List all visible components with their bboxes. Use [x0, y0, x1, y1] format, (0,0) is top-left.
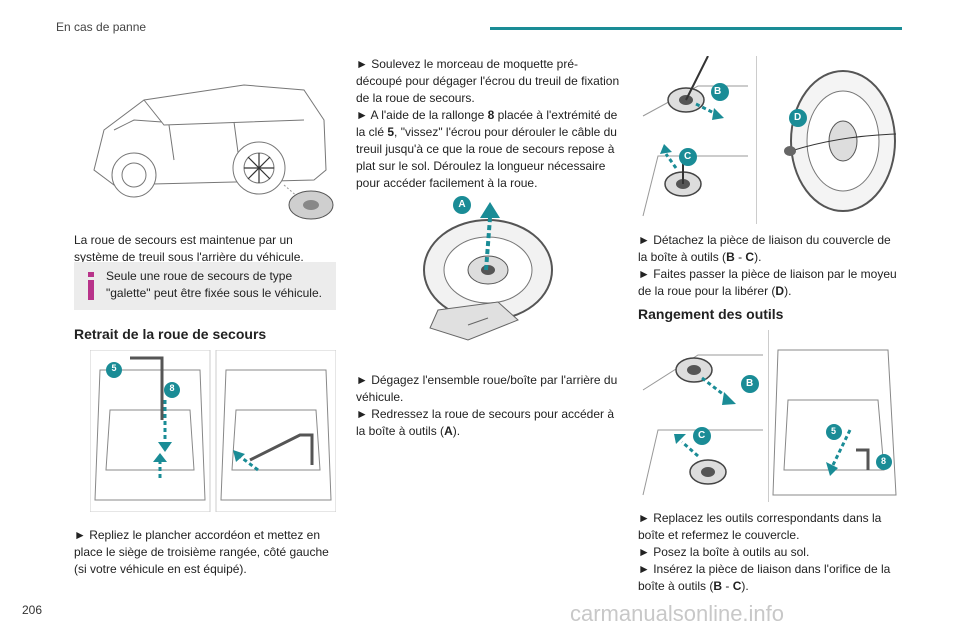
label-8-2: 8	[881, 456, 887, 466]
label-B-1: B	[714, 86, 722, 97]
left-paragraph: La roue de secours est maintenue par un …	[74, 233, 304, 264]
spare-wheel-toolbox-illustration	[423, 196, 553, 341]
label-C-2: C	[698, 430, 706, 441]
watermark: carmanualsonline.info	[570, 601, 785, 626]
section-heading-removal: Retrait de la roue de secours	[74, 326, 267, 342]
right-step-2: ► Faites passer la pièce de liaison par …	[638, 267, 897, 298]
label-5: 5	[111, 363, 117, 373]
label-A: A	[458, 199, 466, 210]
info-text: Seule une roue de secours de type "galet…	[106, 269, 322, 300]
tool-storage-illustration	[642, 330, 897, 502]
folding-floor-illustration	[90, 350, 336, 512]
header-title: En cas de panne	[56, 20, 147, 34]
info-box: Seule une roue de secours de type "galet…	[74, 262, 336, 310]
right-steps: ► Détachez la pièce de liaison du couver…	[638, 232, 902, 300]
middle-step-1: ► Soulevez le morceau de moquette pré-dé…	[356, 57, 620, 105]
page-number: 206	[22, 603, 43, 617]
right-step-4: ► Posez la boîte à outils au sol.	[638, 545, 810, 559]
right-step-1: ► Détachez la pièce de liaison du couver…	[638, 233, 891, 264]
label-B-2: B	[746, 378, 754, 389]
label-5-2: 5	[831, 426, 837, 436]
middle-step-2: ► A l'aide de la rallonge 8 placée à l'e…	[356, 108, 618, 190]
car-spare-wheel-illustration	[93, 84, 334, 220]
label-8: 8	[169, 383, 175, 393]
label-D: D	[794, 112, 802, 123]
header-accent-bar	[490, 27, 902, 30]
info-icon	[88, 272, 94, 300]
left-step-1: ► Repliez le plancher accordéon et mette…	[74, 528, 329, 576]
middle-step-3: ► Dégagez l'ensemble roue/boîte par l'ar…	[356, 373, 618, 404]
right-steps-2: ► Replacez les outils correspondants dan…	[638, 510, 902, 595]
middle-step-4: ► Redressez la roue de secours pour accé…	[356, 407, 615, 438]
link-piece-detach-illustration	[642, 56, 897, 224]
right-step-5: ► Insérez la pièce de liaison dans l'ori…	[638, 562, 891, 593]
section-heading-storage: Rangement des outils	[638, 306, 784, 322]
right-step-3: ► Replacez les outils correspondants dan…	[638, 511, 882, 542]
label-C-1: C	[684, 151, 692, 162]
middle-steps-2: ► Dégagez l'ensemble roue/boîte par l'ar…	[356, 372, 620, 440]
middle-steps: ► Soulevez le morceau de moquette pré-dé…	[356, 56, 620, 192]
